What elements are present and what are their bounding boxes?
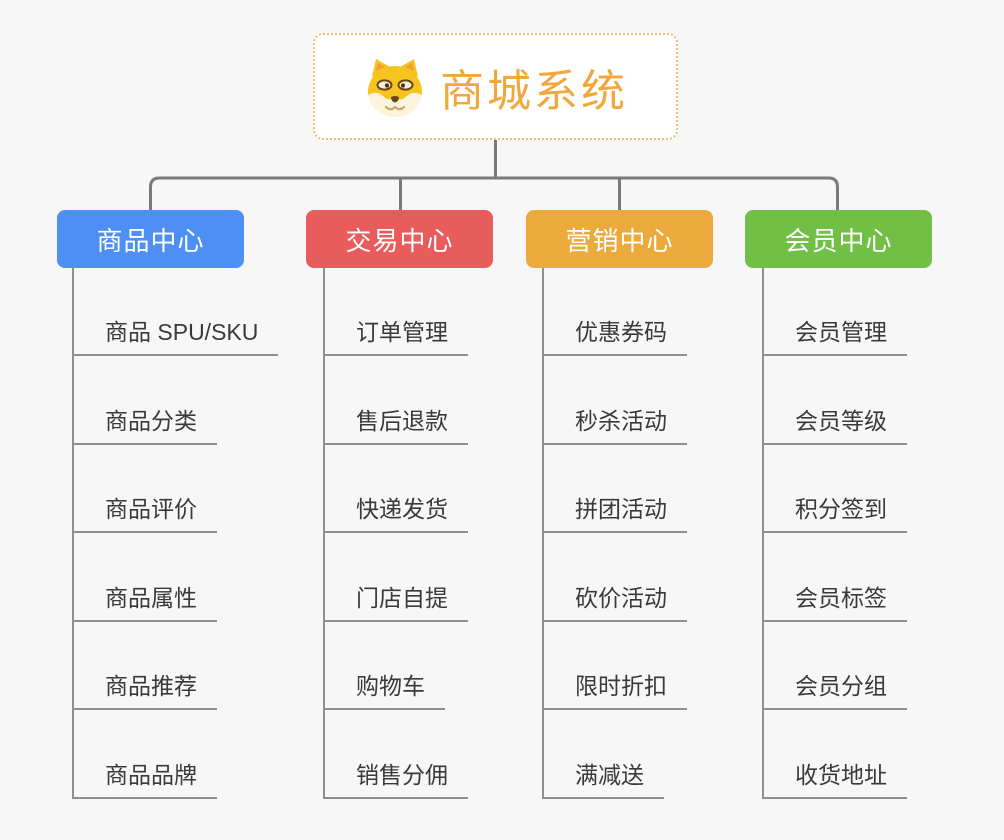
child-topic[interactable]: 商品推荐 (72, 671, 217, 710)
branch-children-member-center: 会员管理 会员等级 积分签到 会员标签 会员分组 收货地址 (762, 268, 1004, 800)
child-topic[interactable]: 砍价活动 (542, 583, 687, 622)
child-topic[interactable]: 商品分类 (72, 406, 217, 445)
child-topic[interactable]: 优惠券码 (542, 317, 687, 356)
child-topic[interactable]: 秒杀活动 (542, 406, 687, 445)
child-topic[interactable]: 会员标签 (762, 583, 907, 622)
branch-node-member-center[interactable]: 会员中心 (745, 210, 932, 268)
tree-line (323, 268, 325, 798)
tree-line (762, 268, 764, 798)
child-topic[interactable]: 快递发货 (323, 494, 468, 533)
branch-node-product-center[interactable]: 商品中心 (57, 210, 244, 268)
branch-children-trade-center: 订单管理 售后退款 快递发货 门店自提 购物车 销售分佣 (323, 268, 573, 800)
root-topic-label: 商城系统 (440, 66, 628, 116)
child-topic[interactable]: 售后退款 (323, 406, 468, 445)
child-topic[interactable]: 商品评价 (72, 494, 217, 533)
child-topic[interactable]: 拼团活动 (542, 494, 687, 533)
child-topic[interactable]: 会员分组 (762, 671, 907, 710)
child-topic[interactable]: 限时折扣 (542, 671, 687, 710)
root-topic[interactable]: 商城系统 (313, 33, 678, 140)
child-topic[interactable]: 会员等级 (762, 406, 907, 445)
child-topic[interactable]: 商品品牌 (72, 760, 217, 799)
tree-line (542, 268, 544, 798)
child-topic[interactable]: 收货地址 (762, 760, 907, 799)
child-topic[interactable]: 商品属性 (72, 583, 217, 622)
branch-children-marketing-center: 优惠券码 秒杀活动 拼团活动 砍价活动 限时折扣 满减送 (542, 268, 792, 800)
child-topic[interactable]: 门店自提 (323, 583, 468, 622)
child-topic[interactable]: 销售分佣 (323, 760, 468, 799)
dog-face-icon (368, 58, 422, 117)
child-topic[interactable]: 积分签到 (762, 494, 907, 533)
branch-node-marketing-center[interactable]: 营销中心 (526, 210, 713, 268)
child-topic[interactable]: 满减送 (542, 760, 664, 799)
branch-node-trade-center[interactable]: 交易中心 (306, 210, 493, 268)
child-topic[interactable]: 商品 SPU/SKU (72, 317, 279, 356)
child-topic[interactable]: 购物车 (323, 671, 445, 710)
child-topic[interactable]: 订单管理 (323, 317, 468, 356)
child-topic[interactable]: 会员管理 (762, 317, 907, 356)
branch-children-product-center: 商品 SPU/SKU 商品分类 商品评价 商品属性 商品推荐 商品品牌 (72, 268, 322, 800)
tree-line (72, 268, 74, 798)
